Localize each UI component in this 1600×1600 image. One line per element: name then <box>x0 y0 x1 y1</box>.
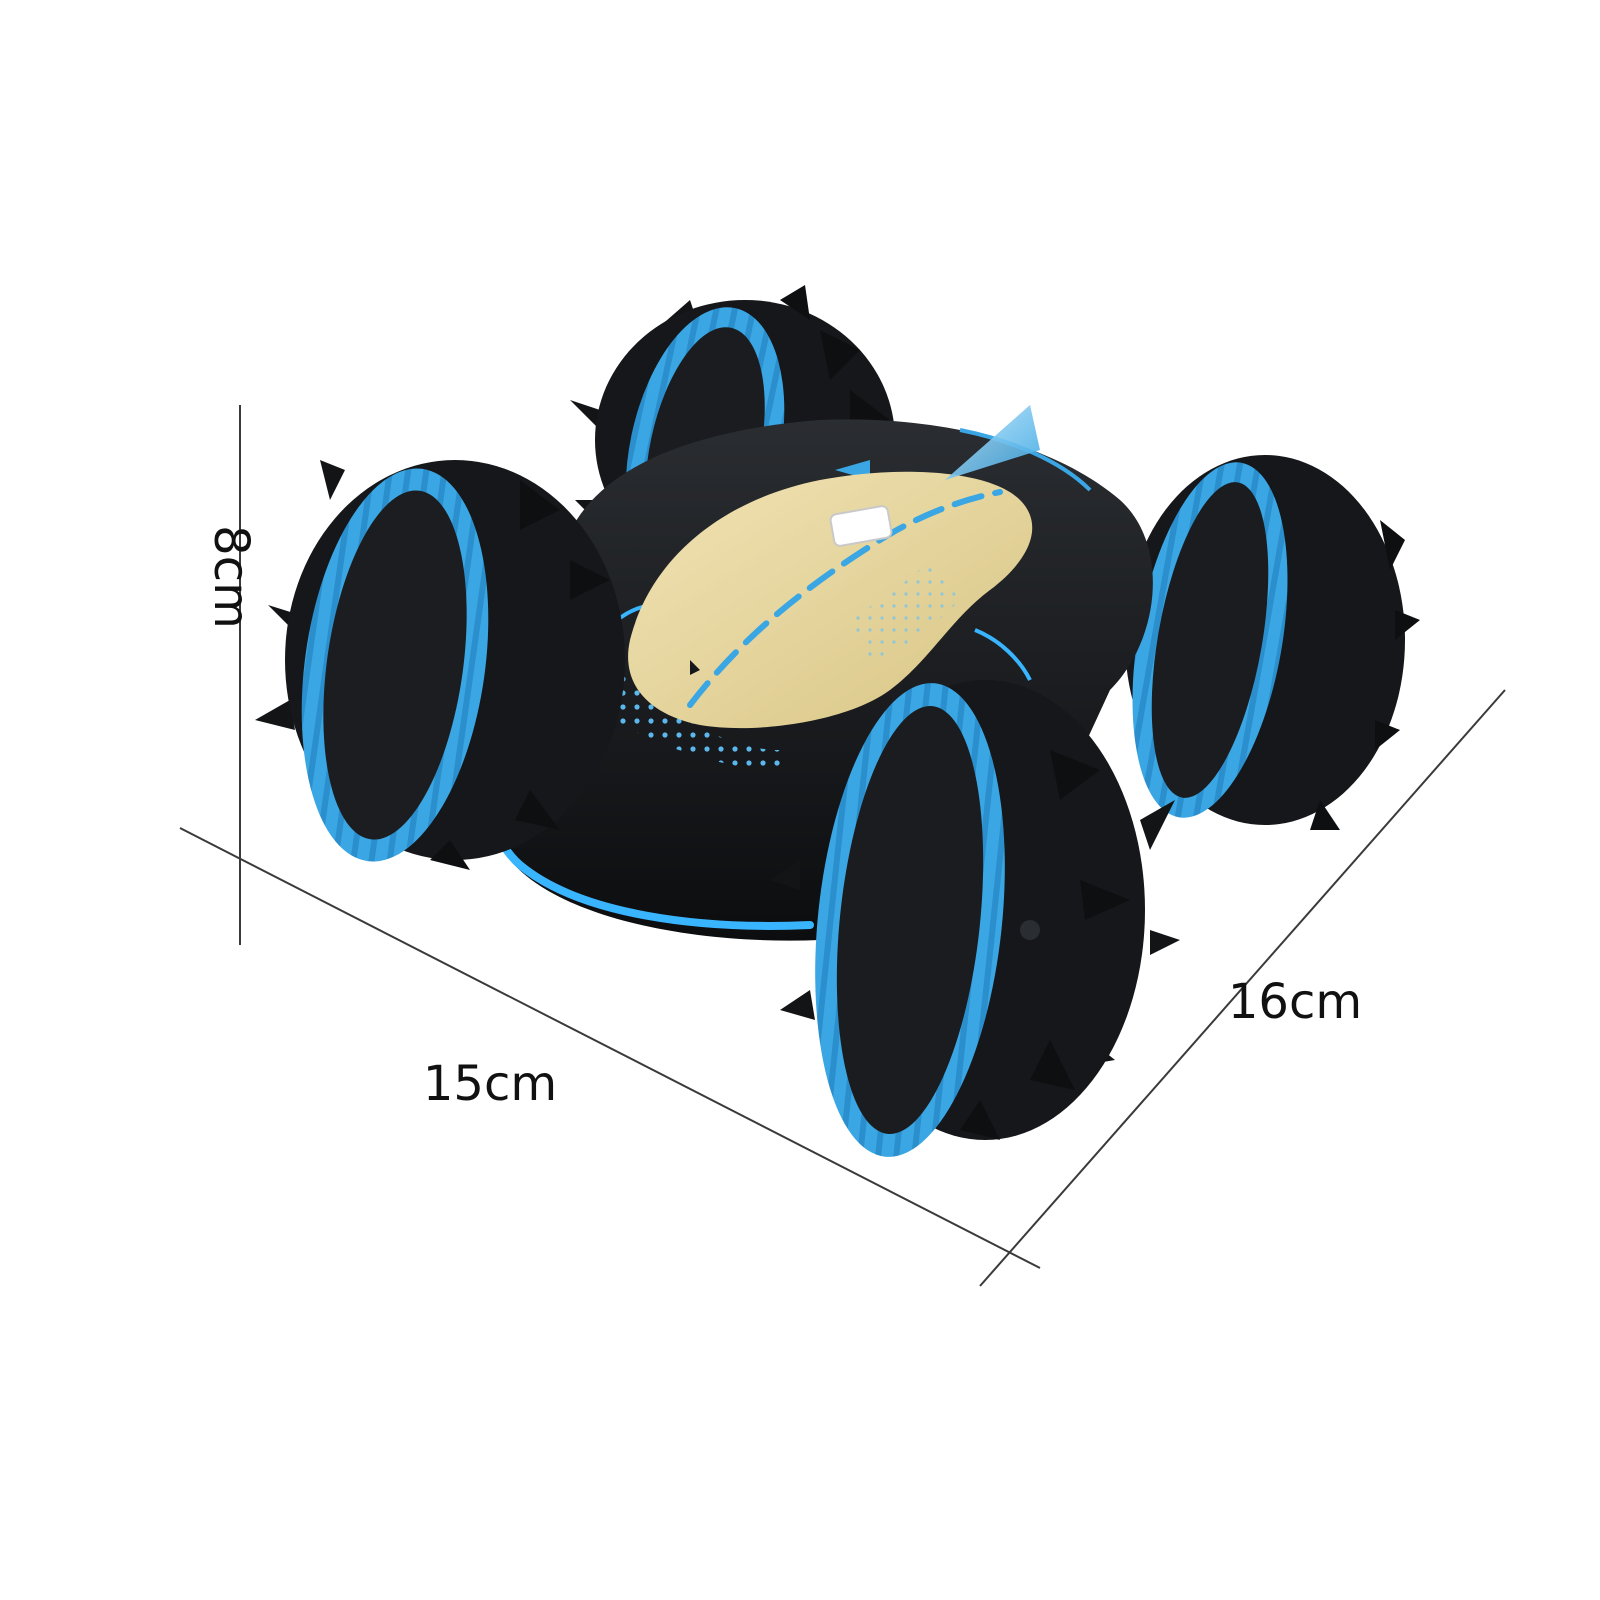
front-left-wheel <box>255 460 625 870</box>
depth-dimension-line <box>979 689 1506 1287</box>
dimension-lines <box>179 405 1506 1287</box>
rear-right-wheel <box>1125 455 1420 830</box>
front-right-wheel <box>770 680 1180 1157</box>
width-label: 15cm <box>423 1056 557 1112</box>
depth-label: 16cm <box>1228 974 1362 1030</box>
height-label: 8cm <box>203 525 259 629</box>
width-dimension-line <box>179 827 1041 1269</box>
